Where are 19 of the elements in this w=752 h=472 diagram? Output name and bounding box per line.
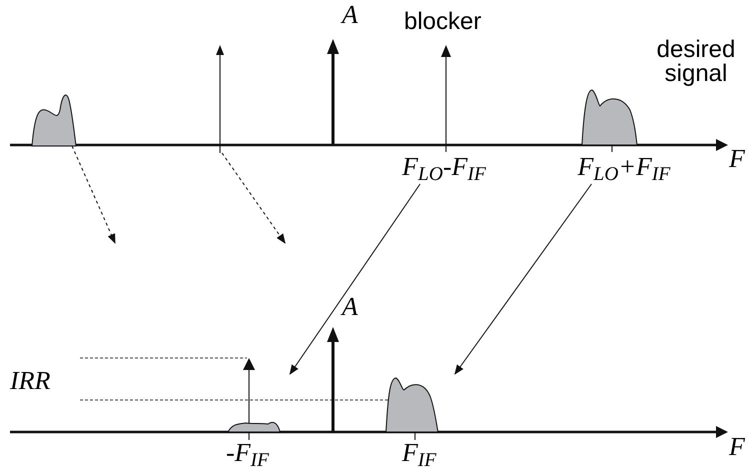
axis-label: desired signal — [656, 38, 736, 86]
axis-label: F — [729, 146, 745, 172]
frequency-label: F$_{LO}$-F$_{IF}$ — [402, 154, 486, 180]
arrow — [289, 184, 421, 375]
signal-spectrum — [386, 376, 438, 433]
image-tone — [216, 45, 224, 153]
frequency-label: F$_{LO}$+F$_{IF}$ — [578, 154, 670, 180]
signal-spectrum — [582, 89, 638, 146]
axis-label: IRR — [10, 368, 50, 394]
axis-label: A — [342, 2, 358, 28]
arrow — [72, 146, 116, 244]
axis-label: blocker — [404, 10, 482, 34]
axis-label: -F$_{IF}$ — [226, 440, 269, 466]
arrow — [222, 152, 286, 244]
signal-spectrum — [228, 420, 280, 433]
axis-label: A — [342, 294, 358, 320]
axis-label: F — [729, 434, 745, 460]
arrow — [454, 184, 592, 375]
axis-label: F$_{IF}$ — [402, 440, 436, 466]
